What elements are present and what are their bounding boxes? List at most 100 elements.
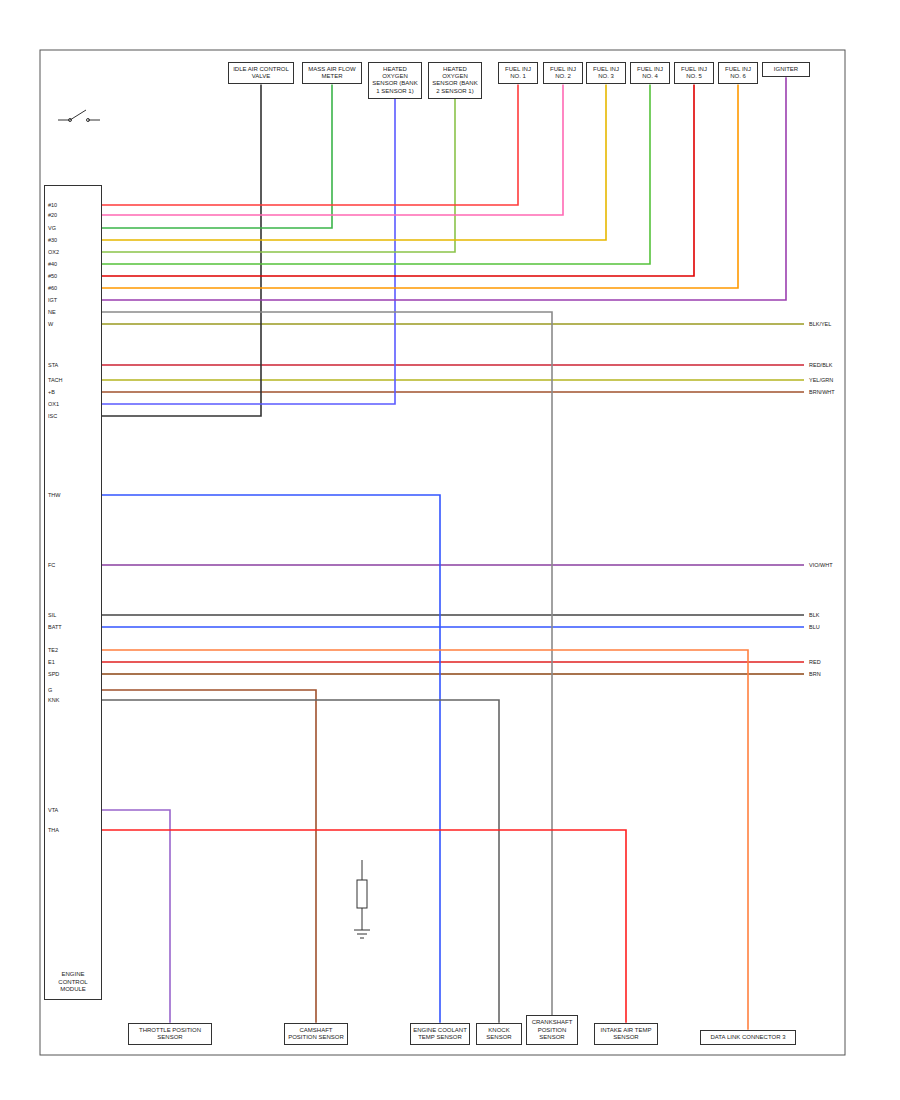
wire-color: VIO/WHT	[808, 562, 834, 569]
component-name: ENGINE CONTROL MODULE	[47, 971, 99, 993]
injector-connector: FUEL INJ NO. 4	[630, 62, 670, 84]
injector-connector: FUEL INJ NO. 2	[543, 62, 583, 84]
wire	[102, 391, 804, 393]
component-box: MASS AIR FLOW METER	[302, 62, 362, 84]
wire	[102, 564, 804, 566]
sensor-box: ENGINE COOLANT TEMP SENSOR	[410, 1023, 470, 1045]
wire-color: BLU	[808, 624, 821, 631]
wire-connector	[102, 495, 440, 1023]
component-name: ENGINE COOLANT TEMP SENSOR	[413, 1027, 467, 1041]
sensor-box: THROTTLE POSITION SENSOR	[128, 1023, 212, 1045]
pin-name: VTA	[47, 807, 59, 814]
wire-connector	[102, 84, 332, 228]
pin-name: G	[47, 687, 53, 694]
page-frame	[40, 50, 845, 1055]
wire-connector	[102, 84, 261, 416]
wire-connector	[102, 77, 786, 300]
wire-connector	[102, 700, 499, 1023]
component-name: CRANKSHAFT POSITION SENSOR	[529, 1019, 575, 1041]
wire-color: BRN	[808, 671, 822, 678]
pin-name: +B	[47, 389, 56, 396]
sensor-box: HEATED OXYGEN SENSOR (BANK 1 SENSOR 1)	[368, 62, 422, 99]
wire-connector	[102, 810, 170, 1023]
wire-connector	[102, 84, 694, 276]
pin-name: VG	[47, 225, 57, 232]
wire-connector	[102, 84, 650, 264]
sensor-box: INTAKE AIR TEMP SENSOR	[594, 1023, 658, 1045]
injector-connector: FUEL INJ NO. 1	[498, 62, 538, 84]
wire-color: YEL/GRN	[808, 377, 834, 384]
pin-name: #40	[47, 261, 58, 268]
pin-name: W	[47, 321, 54, 328]
wire-color: RED	[808, 659, 822, 666]
component-name: FUEL INJ NO. 3	[589, 66, 623, 80]
sensor-box: HEATED OXYGEN SENSOR (BANK 2 SENSOR 1)	[428, 62, 482, 99]
wire-connector	[102, 84, 738, 288]
sensor-box: KNOCK SENSOR	[476, 1023, 522, 1045]
pin-name: #30	[47, 237, 58, 244]
component-name: MASS AIR FLOW METER	[305, 66, 359, 80]
sensor-box: CRANKSHAFT POSITION SENSOR	[526, 1015, 578, 1045]
component-name: FUEL INJ NO. 4	[633, 66, 667, 80]
wire-color: BLK	[808, 612, 820, 619]
wire-connector	[102, 84, 518, 205]
wire	[102, 364, 804, 366]
injector-connector: FUEL INJ NO. 5	[674, 62, 714, 84]
component-name: FUEL INJ NO. 2	[546, 66, 580, 80]
pin-name: IGT	[47, 297, 58, 304]
wire	[102, 661, 804, 663]
wire-connector	[102, 99, 455, 252]
pin-name: THW	[47, 492, 62, 499]
pin-name: OX1	[47, 401, 60, 408]
pin-name: E1	[47, 659, 56, 666]
component-name: THROTTLE POSITION SENSOR	[131, 1027, 209, 1041]
wire-connector	[102, 84, 563, 215]
pin-name: #60	[47, 285, 58, 292]
component-name: INTAKE AIR TEMP SENSOR	[597, 1027, 655, 1041]
continued-wires	[102, 324, 804, 674]
pin-name: #20	[47, 212, 58, 219]
pin-name: BATT	[47, 624, 63, 631]
wire-color: BRN/WHT	[808, 389, 836, 396]
pin-name: ISC	[47, 413, 58, 420]
switch-symbol	[58, 110, 100, 122]
pin-name: #10	[47, 202, 58, 209]
component-name: FUEL INJ NO. 5	[677, 66, 711, 80]
injector-connector: FUEL INJ NO. 3	[586, 62, 626, 84]
injector-connector: FUEL INJ NO. 6	[718, 62, 758, 84]
resistor-symbol	[354, 860, 370, 938]
pin-name: SPD	[47, 671, 60, 678]
component-name: DATA LINK CONNECTOR 3	[703, 1034, 793, 1041]
component-name: HEATED OXYGEN SENSOR (BANK 1 SENSOR 1)	[371, 66, 419, 95]
igniter-box: IGNITER	[762, 62, 810, 77]
wire	[102, 673, 804, 675]
pin-name: KNK	[47, 697, 60, 704]
component-box: IDLE AIR CONTROL VALVE	[228, 62, 294, 84]
pin-name: NE	[47, 309, 57, 316]
component-name: FUEL INJ NO. 6	[721, 66, 755, 80]
control-module: ENGINE CONTROL MODULE	[44, 185, 102, 1000]
sensor-box: CAMSHAFT POSITION SENSOR	[284, 1023, 348, 1045]
pin-name: SIL	[47, 612, 57, 619]
pin-name: FC	[47, 562, 56, 569]
pin-name: THA	[47, 827, 60, 834]
pin-name: OX2	[47, 249, 60, 256]
pin-name: TACH	[47, 377, 64, 384]
pin-name: #50	[47, 273, 58, 280]
wire-connector	[102, 650, 748, 1030]
wire-connector	[102, 830, 626, 1023]
wire-color: BLK/YEL	[808, 321, 832, 328]
wire-color: RED/BLK	[808, 362, 834, 369]
wire	[102, 379, 804, 381]
component-name: HEATED OXYGEN SENSOR (BANK 2 SENSOR 1)	[431, 66, 479, 95]
component-name: FUEL INJ NO. 1	[501, 66, 535, 80]
wire	[102, 626, 804, 628]
component-name: KNOCK SENSOR	[479, 1027, 519, 1041]
wire	[102, 614, 804, 616]
wire	[102, 323, 804, 325]
component-name: IDLE AIR CONTROL VALVE	[231, 66, 291, 80]
connector-box: DATA LINK CONNECTOR 3	[700, 1030, 796, 1045]
